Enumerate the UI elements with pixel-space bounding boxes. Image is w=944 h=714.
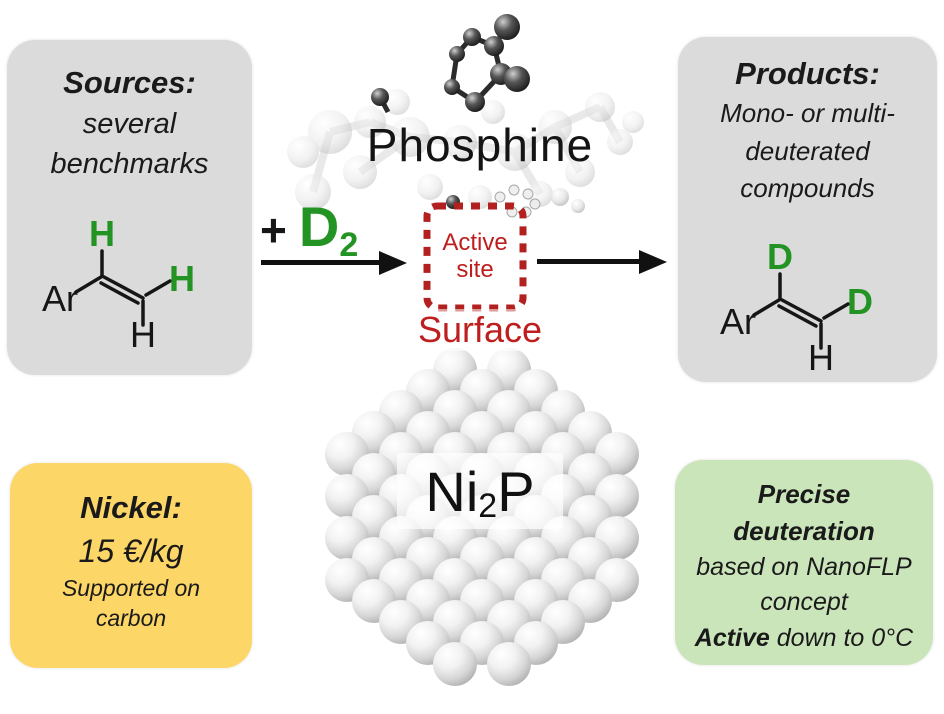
plus-d2-label: + D 2 xyxy=(260,194,358,264)
phosphine-label: Phosphine xyxy=(366,119,594,171)
nanoparticle-sphere xyxy=(433,642,477,686)
sources-line-2: benchmarks xyxy=(50,148,209,181)
sources-box: Sources: several benchmarks Ar H H H xyxy=(7,40,252,375)
nickel-price: 15 €/kg xyxy=(78,532,184,569)
deuteration-line-3: Active down to 0°C xyxy=(675,621,933,657)
products-line-1: Mono- or multi- xyxy=(720,97,895,128)
nanoparticle-sphere xyxy=(487,642,531,686)
active-site-line-1: Active xyxy=(442,229,508,257)
product-molecule-structure: Ar D D H xyxy=(720,236,873,372)
d2-label: D xyxy=(298,195,340,258)
d2-subscript: 2 xyxy=(339,226,359,264)
vinyl-bottom-label: H xyxy=(808,337,834,372)
vinyl-right-label: H xyxy=(169,258,195,299)
products-title: Products: xyxy=(735,56,880,91)
products-line-3: compounds xyxy=(740,173,875,204)
active-site-dashed-border xyxy=(423,202,527,312)
deuteration-line-2: concept xyxy=(760,588,848,617)
vinyl-bottom-label: H xyxy=(130,314,156,349)
ni2p-formula-label: Ni 2 P xyxy=(397,453,563,529)
deuteration-title-1: Precise xyxy=(757,479,851,509)
deuteration-line-3-rest: down to 0°C xyxy=(769,623,914,652)
deuteration-line-1: based on NanoFLP xyxy=(696,552,912,581)
vinyl-top-label: H xyxy=(89,213,115,254)
active-site-box: Active site xyxy=(423,202,527,312)
reaction-arrow-left xyxy=(261,250,407,275)
ar-label: Ar xyxy=(42,278,78,319)
products-line-2: deuterated xyxy=(745,135,870,166)
deuteration-line-3-bold: Active xyxy=(694,623,770,652)
deuteration-box: Precise deuteration based on NanoFLP con… xyxy=(675,460,933,665)
plus-sign: + xyxy=(260,204,287,256)
ar-label: Ar xyxy=(720,301,756,342)
phosphine-molecule-graphic xyxy=(287,14,644,218)
nickel-line-2: carbon xyxy=(95,604,167,631)
reaction-arrow-right xyxy=(537,249,667,274)
vinyl-right-label: D xyxy=(847,281,873,322)
source-molecule-structure: Ar H H H xyxy=(42,213,195,349)
vinyl-top-label: D xyxy=(767,236,793,277)
sources-title: Sources: xyxy=(63,65,196,100)
nickel-box: Nickel: 15 €/kg Supported on carbon xyxy=(10,463,252,668)
ni2p-main: Ni xyxy=(425,459,479,523)
ni2p-tail: P xyxy=(497,459,535,523)
products-box: Products: Mono- or multi- deuterated com… xyxy=(678,37,937,382)
surface-label: Surface xyxy=(390,309,570,351)
active-site-line-2: site xyxy=(456,256,494,283)
deuteration-title-2: deuteration xyxy=(733,515,875,546)
sources-line-1: several xyxy=(82,107,177,140)
nickel-line-1: Supported on xyxy=(61,574,201,601)
ni2p-subscript: 2 xyxy=(478,486,498,525)
nickel-title: Nickel: xyxy=(80,490,182,525)
